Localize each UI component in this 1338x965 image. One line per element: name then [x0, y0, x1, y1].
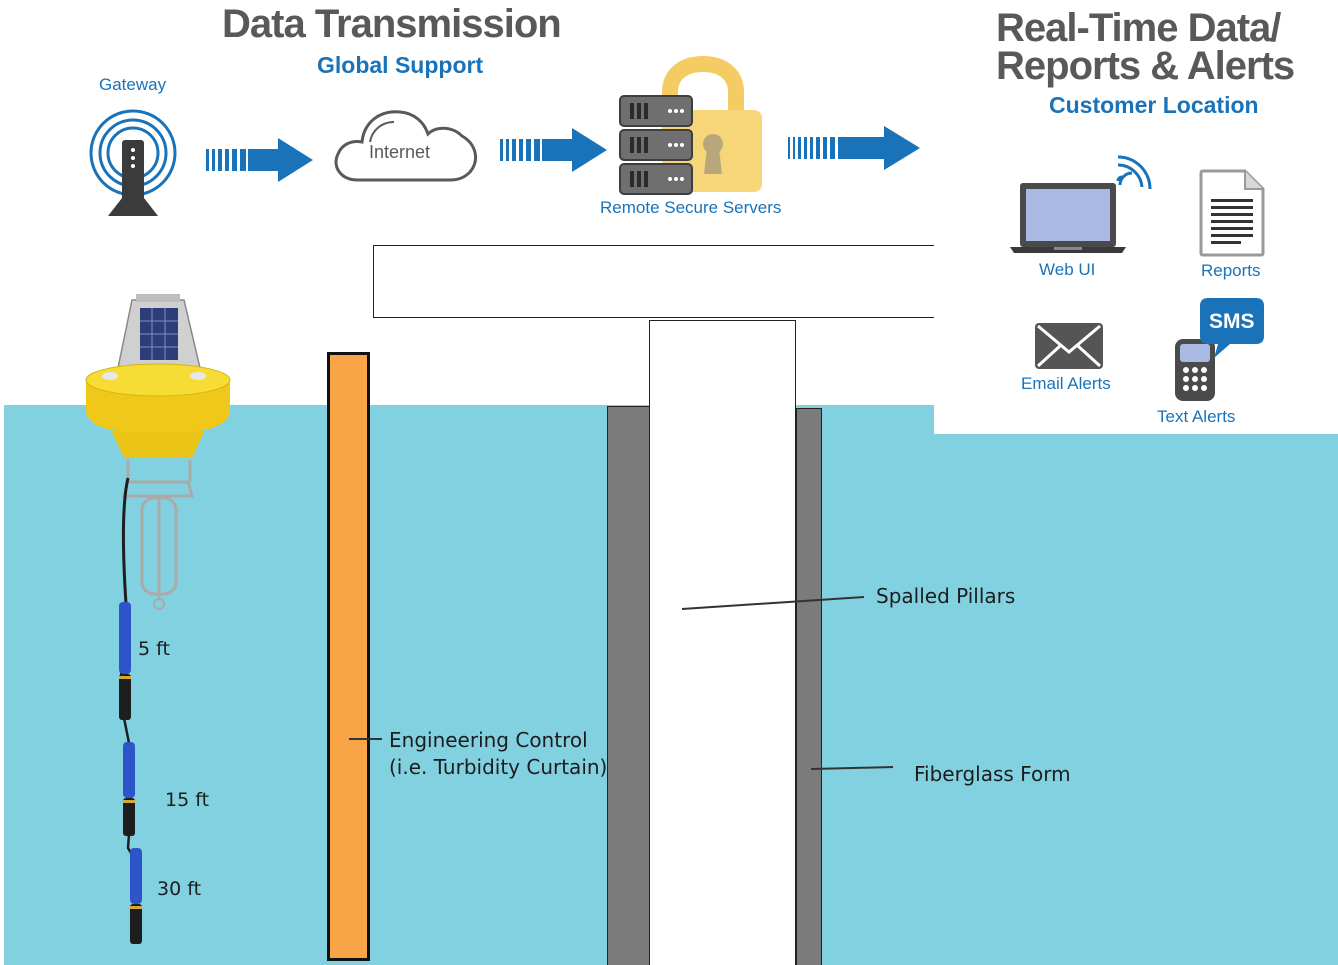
arrow-right-icon-3: [788, 126, 920, 170]
sensor-probe-3: [130, 848, 142, 944]
engineering-control-label: Engineering Control (i.e. Turbidity Curt…: [389, 727, 607, 781]
spalled-pillar: [649, 320, 796, 965]
sms-bubble-icon: [1200, 298, 1264, 358]
depth-label-5ft: 5 ft: [138, 638, 170, 660]
global-support-subtitle: Global Support: [317, 52, 484, 78]
sms-badge-text: SMS: [1209, 310, 1255, 333]
customer-title-line1: Real-Time Data/: [996, 6, 1281, 50]
pier-deck-beam: [373, 245, 934, 318]
depth-label-30ft: 30 ft: [157, 878, 202, 900]
engineering-control-line1: Engineering Control: [389, 728, 588, 752]
web-ui-label: Web UI: [1039, 260, 1096, 279]
remote-servers-label: Remote Secure Servers: [600, 198, 782, 217]
customer-panel-background: [934, 0, 1338, 434]
report-document-icon: [1199, 169, 1265, 257]
text-alerts-label: Text Alerts: [1157, 407, 1236, 426]
laptop-wifi-icon: [1010, 155, 1152, 253]
engineering-control-line2: (i.e. Turbidity Curtain): [389, 755, 608, 779]
form-callout-line: [810, 766, 894, 770]
depth-label-15ft: 15 ft: [165, 789, 210, 811]
customer-title-line2: Reports & Alerts: [996, 44, 1295, 88]
turbidity-curtain: [327, 352, 370, 961]
sensor-probe-1: [119, 602, 131, 720]
gateway-icon: [89, 109, 177, 216]
sensor-probe-2: [123, 742, 135, 836]
envelope-icon: [1035, 323, 1103, 369]
secure-servers-icon: [619, 55, 762, 195]
email-alerts-label: Email Alerts: [1021, 374, 1111, 393]
fiberglass-form-right: [796, 408, 822, 965]
cloud-icon: [334, 110, 478, 182]
arrow-right-icon-2: [500, 128, 607, 172]
fiberglass-form-label: Fiberglass Form: [914, 762, 1071, 786]
gateway-label: Gateway: [99, 75, 167, 94]
sensor-string-icon: [119, 602, 142, 944]
monitoring-buoy-icon: [85, 294, 231, 610]
data-transmission-title: Data Transmission: [222, 2, 562, 46]
phone-icon: [1175, 339, 1215, 401]
spalled-pillars-label: Spalled Pillars: [876, 584, 1016, 608]
arrow-right-icon-1: [206, 138, 313, 182]
pillar-callout-line: [681, 596, 865, 610]
reports-label: Reports: [1201, 261, 1261, 280]
customer-location-subtitle: Customer Location: [1049, 92, 1259, 118]
internet-label: Internet: [369, 142, 431, 162]
